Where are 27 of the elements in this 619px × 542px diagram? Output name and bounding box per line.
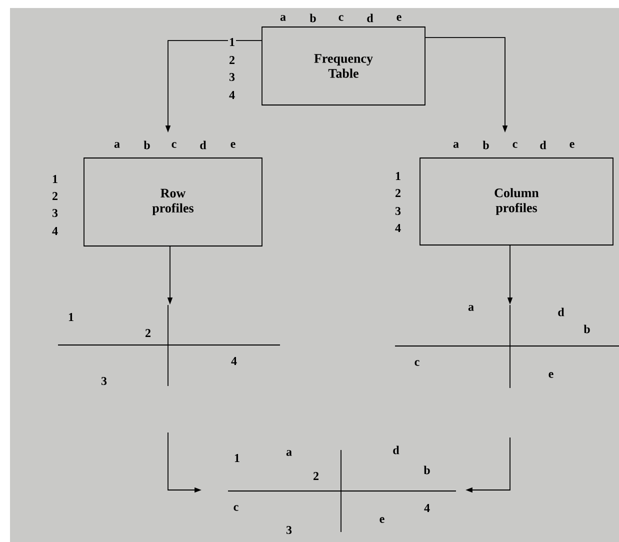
column-label: b bbox=[142, 140, 152, 150]
column-label: d bbox=[538, 140, 548, 150]
column-label: d bbox=[366, 12, 374, 24]
column-label: a bbox=[279, 14, 287, 22]
column-label: b bbox=[308, 12, 318, 24]
column-label: a bbox=[113, 141, 121, 149]
process-box: Frequency Table bbox=[262, 26, 426, 106]
scatter-plot: 1 2 4 3 bbox=[58, 304, 280, 386]
scatter-plot: 1 a d 2 b c 4 e 3 bbox=[228, 446, 456, 534]
row-label: 1 bbox=[394, 171, 402, 181]
row-label: 4 bbox=[51, 226, 59, 236]
row-label: 3 bbox=[394, 206, 402, 216]
row-label: 3 bbox=[228, 72, 236, 82]
row-label: 3 bbox=[51, 208, 59, 218]
row-label: 4 bbox=[394, 223, 402, 233]
process-box: Column profiles bbox=[420, 158, 614, 246]
process-box: Row profiles bbox=[84, 158, 262, 246]
column-label: a bbox=[452, 141, 460, 149]
column-label: d bbox=[198, 140, 208, 150]
row-label: 1 bbox=[51, 174, 59, 184]
scatter-plot: a d b c e bbox=[394, 304, 619, 388]
row-label: 2 bbox=[51, 191, 59, 201]
column-label: b bbox=[482, 140, 490, 150]
row-label: 2 bbox=[394, 188, 402, 198]
row-label: 2 bbox=[228, 55, 236, 65]
row-label: 4 bbox=[228, 90, 236, 100]
row-label: 1 bbox=[228, 37, 236, 47]
